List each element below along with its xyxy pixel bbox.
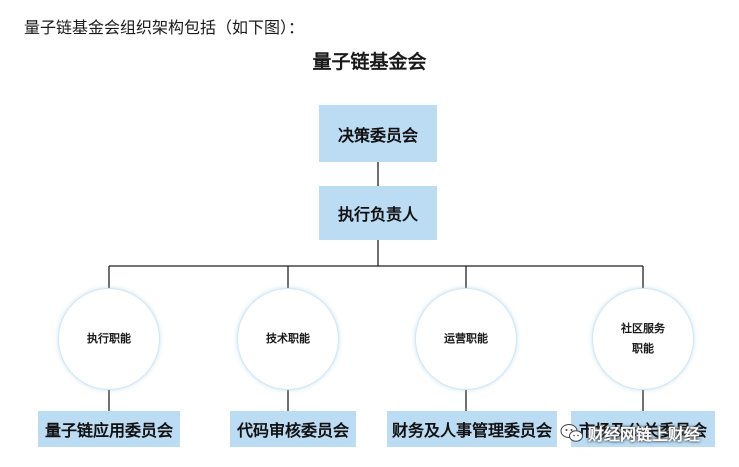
executive-lead-box: 执行负责人 [319,186,437,240]
function-label-line2: 职能 [632,342,654,355]
function-label: 社区服务 [621,322,665,335]
function-circle-technology: 技术职能 [237,288,339,390]
committee-box-market-pr: 市场及公关委员会 [571,411,715,447]
committee-box-finance-hr: 财务及人事管理委员会 [387,411,557,447]
committee-box-code-review: 代码审核委员会 [230,411,356,447]
function-label: 执行职能 [87,332,131,345]
function-circle-community: 社区服务 职能 [592,288,694,390]
intro-text: 量子链基金会组织架构包括（如下图）： [24,18,305,37]
function-circle-operations: 运营职能 [415,288,517,390]
committee-box-application: 量子链应用委员会 [38,411,180,447]
function-label: 运营职能 [444,332,488,345]
diagram-title: 量子链基金会 [312,51,427,73]
function-circle-execution: 执行职能 [58,288,160,390]
watermark: 财经网链上财经 [560,420,700,446]
watermark-text: 财经网链上财经 [588,425,701,444]
wechat-icon [560,424,583,442]
function-label: 技术职能 [266,332,310,345]
decision-committee-box: 决策委员会 [319,105,437,162]
